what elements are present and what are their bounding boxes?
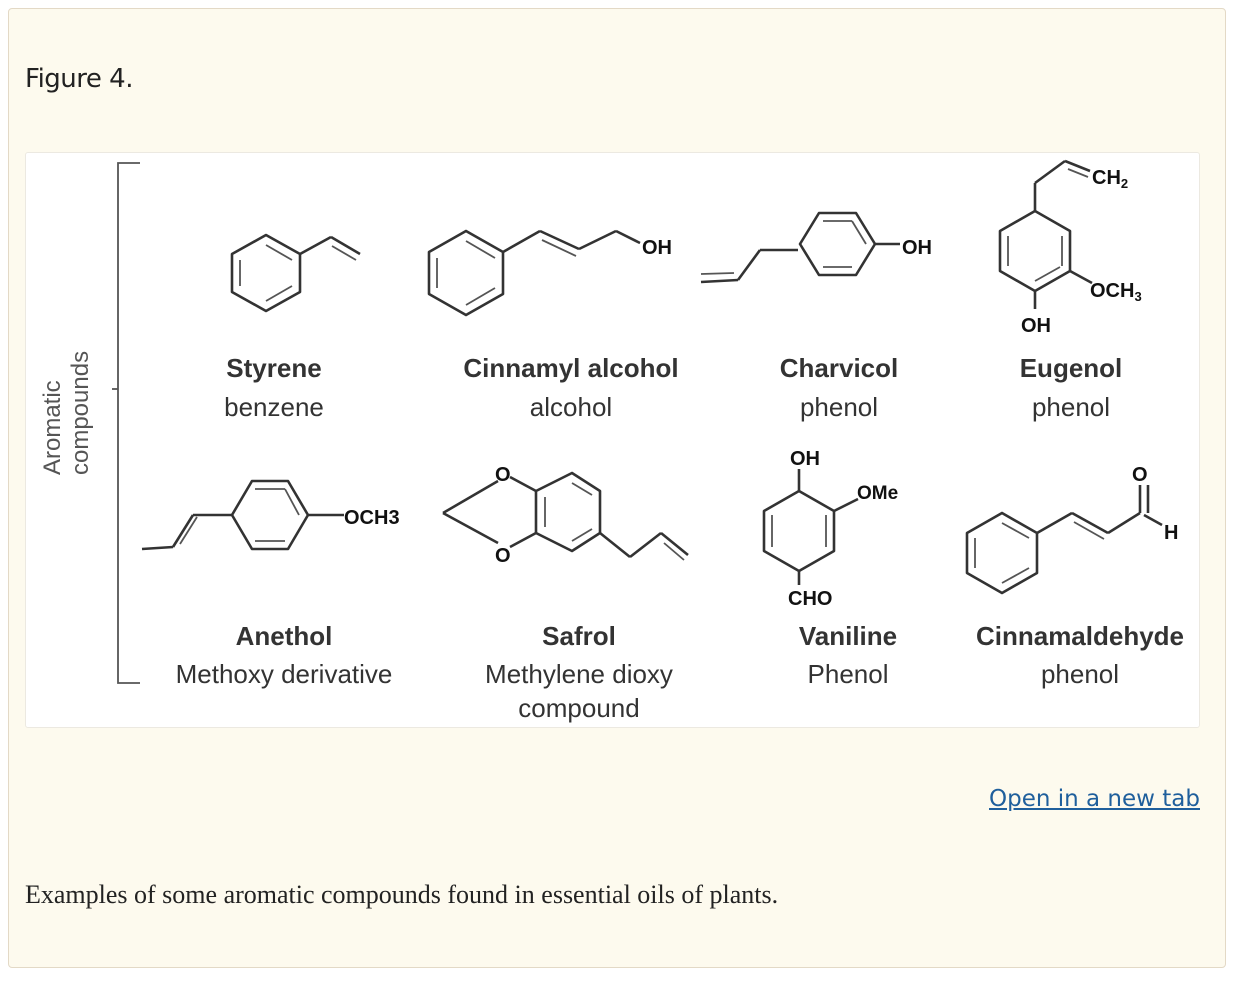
oh-label: OH: [642, 237, 672, 259]
vaniline-structure: [762, 469, 859, 585]
compound-name: Cinnamyl alcohol: [463, 353, 678, 383]
figure-title: Figure 4.: [25, 64, 133, 94]
compound-class: Phenol: [808, 659, 889, 689]
compound-name: Cinnamaldehyde: [976, 621, 1184, 651]
cho-label: CHO: [788, 588, 832, 610]
compound-class: Methoxy derivative: [176, 659, 393, 689]
styrene-structure: [230, 233, 361, 313]
compound-class: phenol: [1041, 659, 1119, 689]
compound-class: phenol: [1032, 392, 1110, 422]
ch2-label: CH2: [1092, 167, 1128, 191]
figure-image: Aromatic compounds Styrene benzene: [25, 152, 1200, 728]
compound-name: Vaniline: [799, 621, 897, 651]
och3-label: OCH3: [1090, 280, 1142, 304]
side-label-line2: compounds: [67, 351, 94, 475]
compound-class: benzene: [224, 392, 324, 422]
open-in-new-tab-link[interactable]: Open in a new tab: [989, 786, 1200, 812]
compound-name: Charvicol: [780, 353, 899, 383]
compound-class: alcohol: [530, 392, 612, 422]
compound-name: Eugenol: [1020, 353, 1123, 383]
oh-label: OH: [1021, 315, 1051, 337]
cinnamaldehyde-structure: [965, 485, 1163, 595]
compound-class: Methylene dioxy: [485, 659, 673, 689]
oh-label: OH: [902, 237, 932, 259]
anethol-structure: [141, 479, 344, 551]
o-label: O: [495, 464, 511, 486]
compound-class-line2: compound: [518, 693, 639, 723]
compound-name: Styrene: [226, 353, 321, 383]
eugenol-structure: [998, 159, 1093, 309]
och3-label: OCH3: [344, 507, 400, 529]
oh-label: OH: [790, 448, 820, 470]
compound-name: Anethol: [236, 621, 333, 651]
safrol-structure: [442, 471, 689, 561]
aromatic-compounds-bracket: [112, 162, 140, 684]
side-label-line1: Aromatic: [39, 380, 66, 475]
cinnamyl-alcohol-structure: [427, 229, 641, 317]
compound-class: phenol: [800, 392, 878, 422]
figure-caption: Examples of some aromatic compounds foun…: [25, 880, 779, 909]
ome-label: OMe: [857, 483, 898, 504]
charvicol-structure: [700, 211, 900, 284]
chemical-structures-diagram: Aromatic compounds Styrene benzene: [39, 159, 1184, 723]
compound-name: Safrol: [542, 621, 616, 651]
o-label: O: [1132, 464, 1148, 486]
o-label: O: [495, 545, 511, 567]
h-label: H: [1164, 522, 1178, 544]
